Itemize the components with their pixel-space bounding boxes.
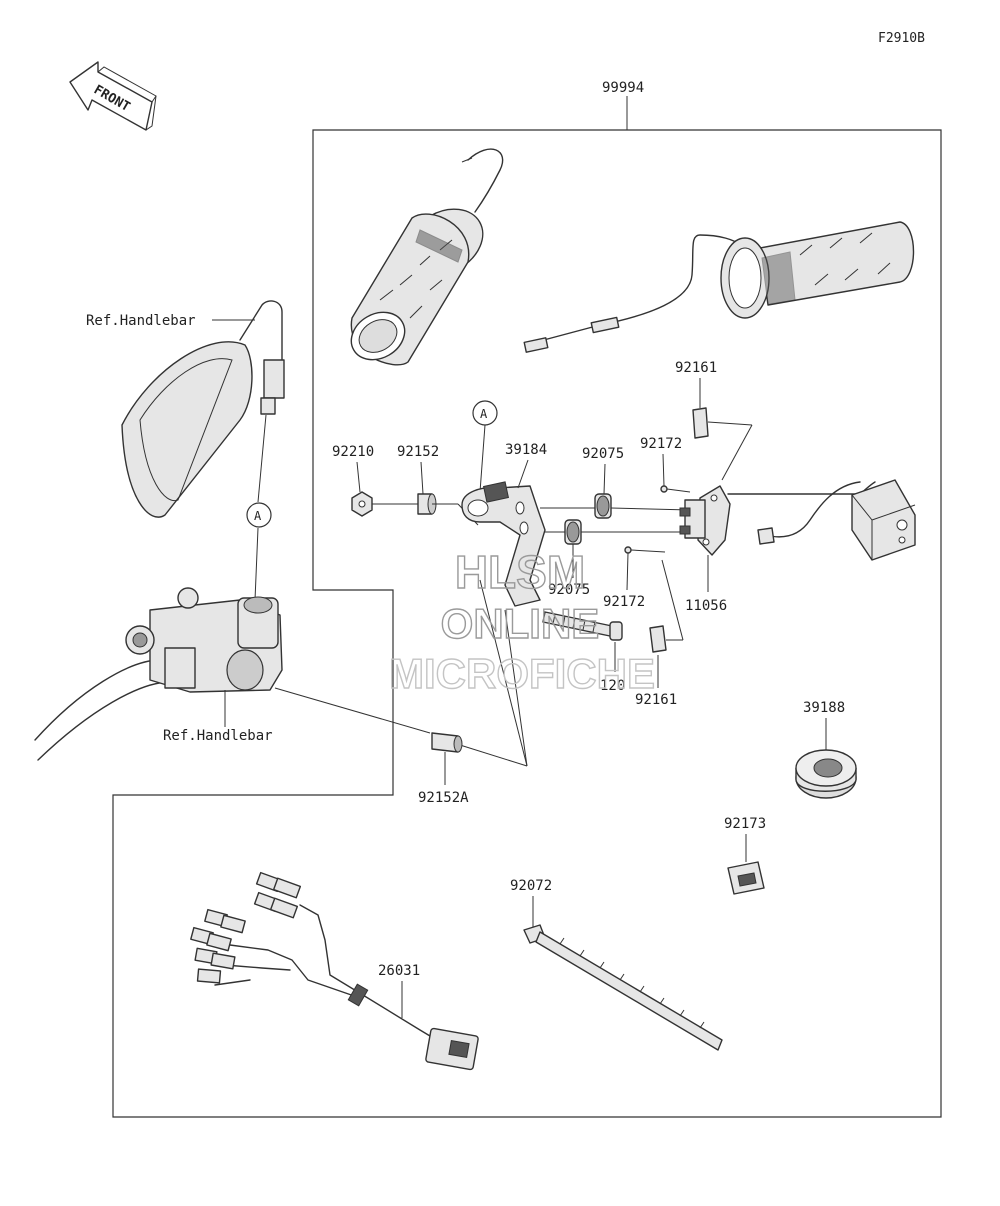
part-92075-top: 92075 bbox=[582, 446, 624, 462]
front-arrow-icon: FRONT bbox=[69, 61, 157, 131]
screw-92172-top bbox=[660, 485, 691, 493]
switch-bracket-11056 bbox=[679, 485, 731, 556]
heater-controller-unit bbox=[727, 479, 916, 561]
pad-92173 bbox=[727, 861, 765, 895]
part-26031: 26031 bbox=[378, 963, 420, 979]
kit-number: 99994 bbox=[602, 80, 644, 96]
spacer-92152A bbox=[431, 732, 463, 753]
kit-boundary bbox=[112, 129, 942, 1118]
part-120: 120 bbox=[600, 678, 625, 694]
part-39188: 39188 bbox=[803, 700, 845, 716]
part-92152A: 92152A bbox=[418, 790, 469, 806]
watermark-line-2: ONLINE bbox=[441, 600, 600, 647]
part-92072: 92072 bbox=[510, 878, 552, 894]
left-heated-grip bbox=[350, 148, 504, 366]
cable-tie-92072 bbox=[523, 924, 723, 1051]
bolt-120 bbox=[542, 611, 623, 641]
bracket-39184 bbox=[461, 481, 546, 607]
part-92172-bottom: 92172 bbox=[603, 594, 645, 610]
grommet-92075-top bbox=[594, 493, 612, 519]
ref-handlebar-bottom-label: Ref.Handlebar bbox=[163, 728, 273, 744]
part-92075-bottom: 92075 bbox=[548, 582, 590, 598]
svg-text:A: A bbox=[254, 509, 262, 523]
part-92173: 92173 bbox=[724, 816, 766, 832]
clip-92161-top bbox=[692, 407, 753, 481]
part-92210: 92210 bbox=[332, 444, 374, 460]
clip-92161-bottom bbox=[649, 559, 684, 653]
right-heated-grip bbox=[523, 221, 915, 353]
part-39184: 39184 bbox=[505, 442, 547, 458]
wiring-harness-26031 bbox=[190, 871, 479, 1071]
ring-39188 bbox=[795, 749, 857, 799]
mirror bbox=[121, 300, 285, 518]
screw-92172-bottom bbox=[624, 546, 666, 554]
grommet-92075-bottom bbox=[564, 519, 582, 545]
part-92161-bottom: 92161 bbox=[635, 692, 677, 708]
handlebar-clamp-assembly bbox=[34, 587, 283, 761]
callout-a-left: A bbox=[246, 414, 272, 601]
watermark-line-3: MICROFICHE bbox=[389, 650, 655, 697]
part-11056: 11056 bbox=[685, 598, 727, 614]
ref-handlebar-top-label: Ref.Handlebar bbox=[86, 313, 196, 329]
part-92152: 92152 bbox=[397, 444, 439, 460]
part-92172-top: 92172 bbox=[640, 436, 682, 452]
figure-id: F2910B bbox=[878, 31, 925, 46]
nut-92210 bbox=[351, 491, 373, 517]
callout-a-right: A bbox=[472, 400, 498, 493]
watermark-line-1: HLSM bbox=[455, 546, 585, 598]
svg-text:A: A bbox=[480, 407, 488, 421]
part-92161-top: 92161 bbox=[675, 360, 717, 376]
